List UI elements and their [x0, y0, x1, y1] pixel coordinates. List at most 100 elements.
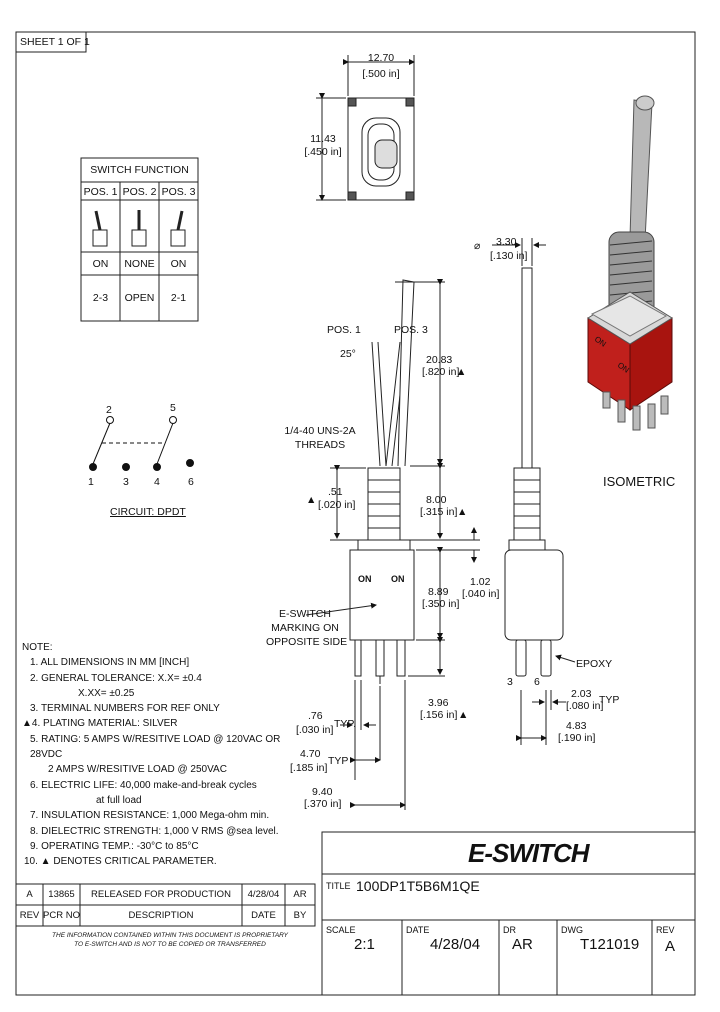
pos1-state: ON [92, 258, 109, 270]
note-line: 2 AMPS W/RESITIVE LOAD @ 250VAC [48, 764, 227, 776]
bushing-in: [.315 in] [420, 506, 458, 518]
part-number-title: 100DP1T5B6M1QE [356, 878, 480, 894]
switch-function-title: SWITCH FUNCTION [90, 164, 189, 176]
term-width-typ: TYP. [334, 718, 356, 730]
body-height-mm: 8.89 [428, 586, 449, 598]
term-thk-mm: 2.03 [571, 688, 592, 700]
proprietary-line2: TO E-SWITCH AND IS NOT TO BE COPIED OR T… [74, 941, 266, 948]
title-block [321, 831, 696, 996]
top-width-in: [.500 in] [362, 68, 400, 80]
description-cell: RELEASED FOR PRODUCTION [91, 889, 231, 900]
pos3-label: POS. 3 [394, 324, 428, 336]
by-header: BY [293, 910, 307, 921]
date-header: DATE [251, 910, 276, 921]
dwg-label: DWG [561, 925, 583, 935]
pos3-state: ON [170, 258, 187, 270]
pos2-connection: OPEN [124, 292, 155, 304]
term-width-in: [.030 in] [296, 724, 334, 736]
note-line: 7. INSULATION RESISTANCE: 1,000 Mega-ohm… [30, 810, 270, 822]
note-line: 9. OPERATING TEMP.: -30°C to 85°C [30, 840, 199, 852]
lever-length-in: [.820 in] [422, 366, 460, 378]
pos1-connection: 2-3 [92, 292, 109, 304]
overall-mm: 1.02 [470, 576, 491, 588]
crit-icon: ▲ [22, 718, 32, 730]
proprietary-line1: THE INFORMATION CONTAINED WITHIN THIS DO… [52, 932, 288, 939]
marking-line1: E-SWITCH [279, 608, 331, 620]
lever-dia-mm: 3.30 [496, 236, 517, 248]
scale-value: 2:1 [354, 936, 375, 953]
note-line: X.XX= ±0.25 [78, 687, 135, 699]
terminal-5-label: 5 [170, 402, 176, 414]
term-length-mm: 3.96 [428, 697, 449, 709]
rev-header: REV [19, 910, 40, 921]
dr-label: DR [503, 925, 516, 935]
pos1-header: POS. 1 [83, 186, 118, 198]
title-label: TITLE [326, 881, 351, 891]
term-crit-icon: ▲ [458, 709, 469, 721]
revision-block [15, 883, 316, 927]
terminal-1-label: 1 [88, 476, 94, 488]
overall-in: [.040 in] [462, 588, 500, 600]
dwg-value: T121019 [580, 936, 640, 953]
bushing-crit-icon: ▲ [457, 506, 468, 518]
term-span-in: [.370 in] [304, 798, 342, 810]
term-pitch-in: [.185 in] [290, 762, 328, 774]
term-length-in: [.156 in] [420, 709, 458, 721]
front-term-3-label: 3 [507, 676, 513, 688]
term-width-mm: .76 [308, 710, 323, 722]
shoulder-crit-icon: ▲ [306, 494, 317, 506]
note-line: 6. ELECTRIC LIFE: 40,000 make-and-break … [30, 779, 257, 791]
notes-heading: NOTE: [22, 642, 53, 653]
pos1-label: POS. 1 [327, 324, 361, 336]
rev-cell: A [26, 889, 33, 900]
note-line: 10. ▲ DENOTES CRITICAL PARAMETER. [24, 856, 217, 868]
thread-label: THREADS [294, 439, 346, 451]
note-line: 5. RATING: 5 AMPS W/RESITIVE LOAD @ 120V… [30, 733, 281, 761]
company-logo: E-SWITCH [468, 838, 590, 868]
lever-dia-in: [.130 in] [490, 250, 528, 262]
scale-label: SCALE [326, 925, 356, 935]
notes-block: NOTE: 1. ALL DIMENSIONS IN MM [INCH] 2. … [22, 640, 312, 869]
date-label: DATE [406, 925, 430, 935]
circuit-label: CIRCUIT: DPDT [110, 506, 186, 518]
rev-value: A [665, 938, 676, 955]
on-right-label: ON [391, 574, 405, 584]
lever-crit-icon: ▲ [456, 366, 467, 378]
front-width-mm: 4.83 [566, 720, 587, 732]
epoxy-label: EPOXY [576, 658, 613, 670]
bushing-mm: 8.00 [426, 494, 447, 506]
marking-line2: MARKING ON [271, 622, 339, 634]
note-line: at full load [96, 794, 142, 806]
date-value: 4/28/04 [430, 936, 481, 953]
terminal-6-label: 6 [188, 476, 194, 488]
pos2-toggle-icon [131, 210, 147, 247]
isometric-label: ISOMETRIC [603, 474, 676, 489]
top-height-mm: 11.43 [310, 133, 336, 145]
isometric-view [587, 95, 673, 431]
lever-length-mm: 20.83 [426, 354, 453, 366]
shoulder-in: [.020 in] [318, 499, 356, 511]
sheet-number: SHEET 1 OF 1 [20, 36, 90, 48]
note-line: 3. TERMINAL NUMBERS FOR REF ONLY [30, 703, 220, 715]
term-thk-in: [.080 in] [566, 700, 604, 712]
diameter-icon: ⌀ [474, 240, 481, 252]
body-height-in: [.350 in] [422, 598, 460, 610]
front-term-6-label: 6 [534, 676, 540, 688]
top-view [316, 55, 415, 201]
circuit-diagram [89, 416, 194, 471]
term-thk-typ: TYP [599, 694, 620, 706]
description-header: DESCRIPTION [128, 910, 194, 921]
note-line: 8. DIELECTRIC STRENGTH: 1,000 V RMS @sea… [30, 825, 279, 837]
pcr-cell: 13865 [48, 889, 75, 900]
top-width-mm: 12.70 [367, 52, 395, 64]
term-pitch-mm: 4.70 [300, 748, 321, 760]
on-left-label: ON [358, 574, 372, 584]
pcr-header: PCR NO [43, 910, 80, 921]
side-view [305, 279, 480, 810]
pos2-header: POS. 2 [122, 186, 157, 198]
pos1-toggle-icon [92, 210, 108, 247]
terminal-3-label: 3 [123, 476, 129, 488]
term-pitch-typ: TYP [328, 755, 349, 767]
note-text: 4. PLATING MATERIAL: SILVER [31, 718, 178, 730]
